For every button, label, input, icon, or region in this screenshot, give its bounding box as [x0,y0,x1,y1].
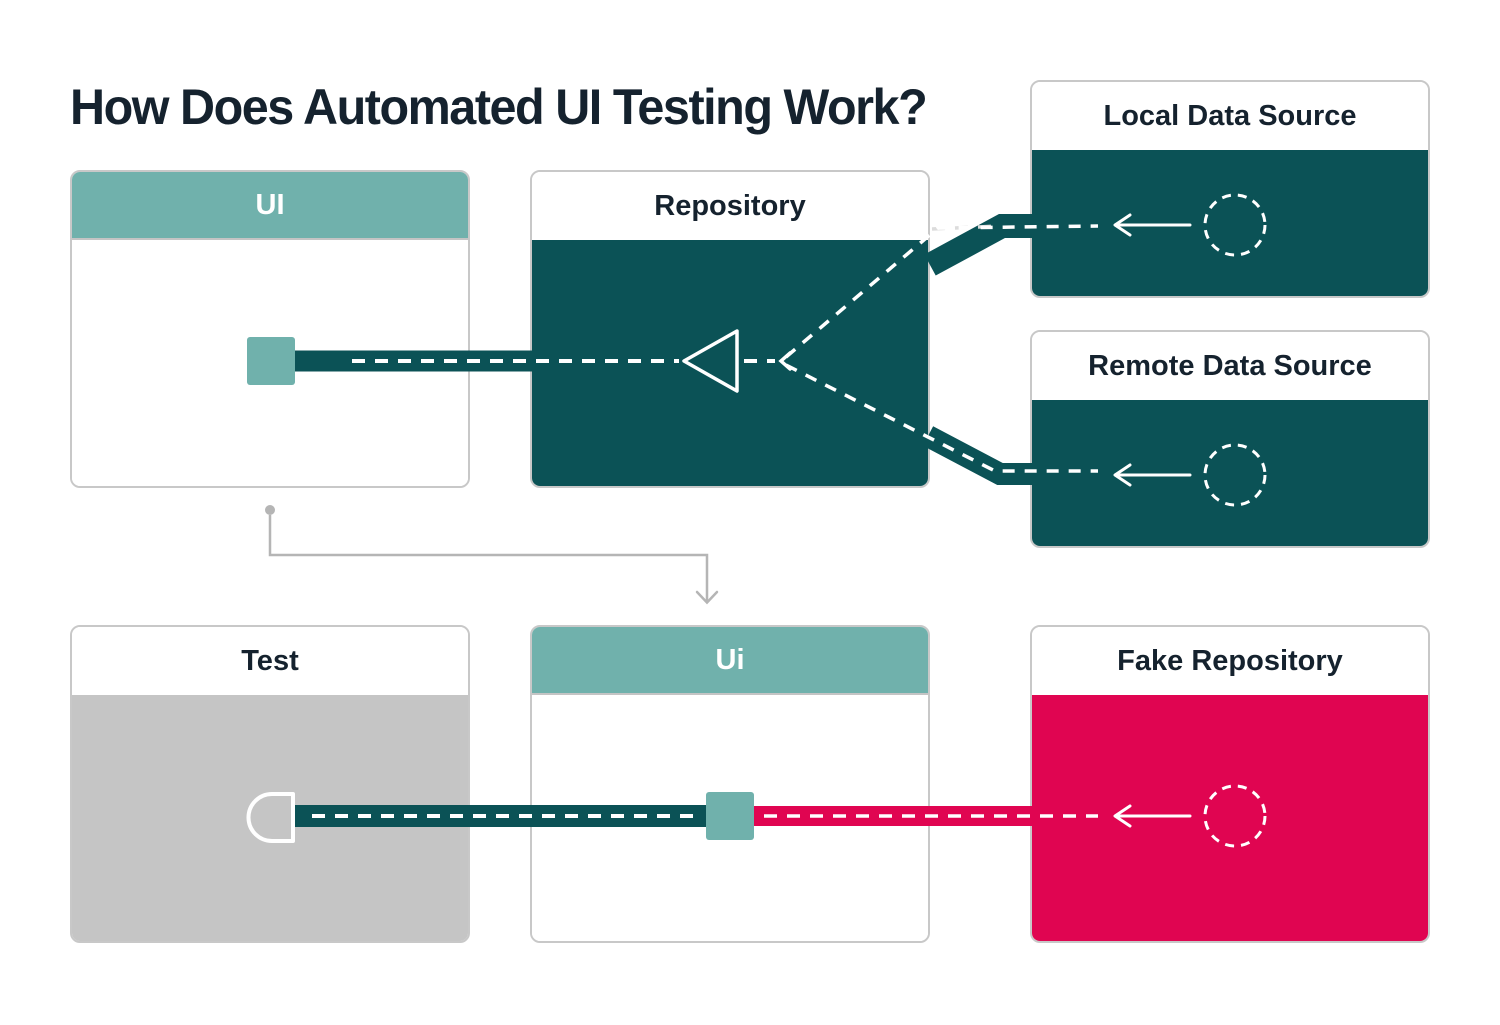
box-ui-bottom-body [532,695,928,941]
connector-dot [265,505,275,515]
box-test-header: Test [72,627,468,695]
arrow-down-icon [695,590,719,605]
box-ui-top-body [72,240,468,486]
box-ui-top-header: UI [72,172,468,240]
box-ui-bottom-header: Ui [532,627,928,695]
box-repository: Repository [530,170,930,488]
box-ui-top-label: UI [255,188,285,221]
connector-ui-to-ui-bottom [265,505,719,605]
box-test: Test [70,625,470,943]
box-repository-label: Repository [654,189,806,222]
box-test-body [72,695,468,941]
box-local-data-source-header: Local Data Source [1032,82,1428,150]
box-remote-data-source-label: Remote Data Source [1088,349,1372,382]
flow-band-remote-to-repository [922,426,1045,485]
box-ui-bottom: Ui [530,625,930,943]
box-local-data-source-body [1032,150,1428,296]
box-fake-repository-label: Fake Repository [1117,644,1343,677]
box-fake-repository: Fake Repository [1030,625,1430,943]
box-repository-body [532,240,928,486]
box-remote-data-source-header: Remote Data Source [1032,332,1428,400]
box-test-label: Test [241,644,299,677]
box-fake-repository-header: Fake Repository [1032,627,1428,695]
box-local-data-source: Local Data Source [1030,80,1430,298]
box-ui-bottom-label: Ui [715,643,745,676]
box-repository-header: Repository [532,172,928,240]
box-local-data-source-label: Local Data Source [1103,99,1357,132]
flow-band-local-to-repository [924,214,1045,276]
box-remote-data-source-body [1032,400,1428,546]
page-title: How Does Automated UI Testing Work? [70,79,928,135]
box-ui-top: UI [70,170,470,488]
box-remote-data-source: Remote Data Source [1030,330,1430,548]
box-fake-repository-body [1032,695,1428,941]
